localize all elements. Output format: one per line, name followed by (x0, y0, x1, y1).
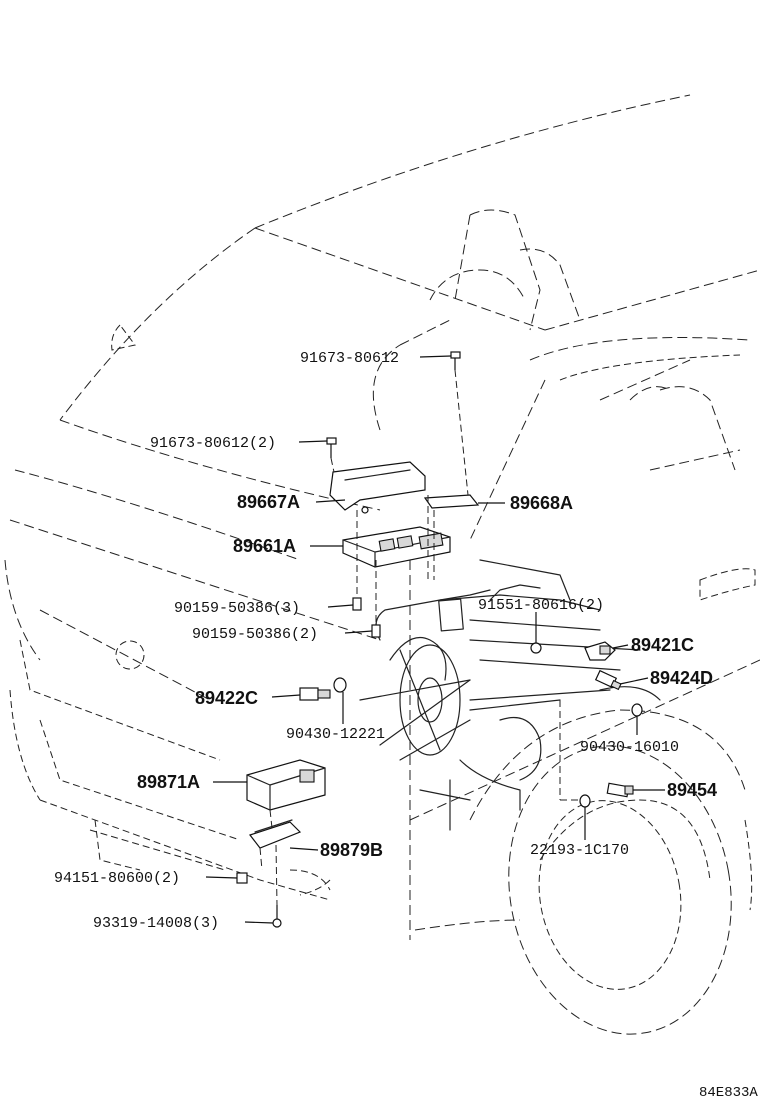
label-89422c: 89422C (195, 688, 258, 708)
label-22193-1c170: 22193-1C170 (530, 842, 629, 859)
gasket-90430-16010 (631, 703, 643, 717)
sensor-89421c (584, 641, 616, 661)
nut-94151 (236, 872, 248, 884)
bolt-91673-top (450, 351, 461, 370)
label-89879b: 89879B (320, 840, 383, 860)
label-89454: 89454 (667, 780, 717, 800)
bolt-90159-3 (352, 597, 362, 611)
leader-lines (205, 355, 665, 924)
diagram-id: 84E833A (699, 1085, 758, 1101)
sensor-89454 (606, 782, 634, 798)
vehicle-outline (4, 94, 760, 1035)
sensor-89422c (299, 677, 347, 701)
part-labels: 91673-80612 91673-80612(2) 89667A 89668A… (54, 350, 758, 1101)
label-93319-14008-3: 93319-14008(3) (93, 915, 219, 932)
label-89661a: 89661A (233, 536, 296, 556)
bracket-89667a (329, 461, 426, 511)
label-90159-50386-2: 90159-50386(2) (192, 626, 318, 643)
sensor-89424d (594, 669, 622, 691)
label-89871a: 89871A (137, 772, 200, 792)
label-89421c: 89421C (631, 635, 694, 655)
label-91673-80612-2: 91673-80612(2) (150, 435, 276, 452)
label-90430-12221: 90430-12221 (286, 726, 385, 743)
label-91551-80616-2: 91551-80616(2) (478, 597, 604, 614)
label-90159-50386-3: 90159-50386(3) (174, 600, 300, 617)
seats-outline (372, 209, 741, 471)
bolt-91673-2 (326, 437, 337, 458)
parts (236, 351, 643, 928)
bracket-89668a (423, 494, 480, 509)
label-90430-16010: 90430-16010 (580, 739, 679, 756)
bolt-90159-2 (371, 624, 381, 638)
label-89668a: 89668A (510, 493, 573, 513)
gasket-22193 (579, 794, 591, 808)
ecu-89661a (342, 526, 451, 568)
bolt-93319 (272, 905, 282, 928)
label-91673-80612-top: 91673-80612 (300, 350, 399, 367)
label-89667a: 89667A (237, 492, 300, 512)
label-94151-80600-2: 94151-80600(2) (54, 870, 180, 887)
module-89871a (246, 759, 326, 811)
label-89424d: 89424D (650, 668, 713, 688)
bolt-91551 (530, 642, 542, 654)
bracket-89879b (249, 819, 302, 849)
